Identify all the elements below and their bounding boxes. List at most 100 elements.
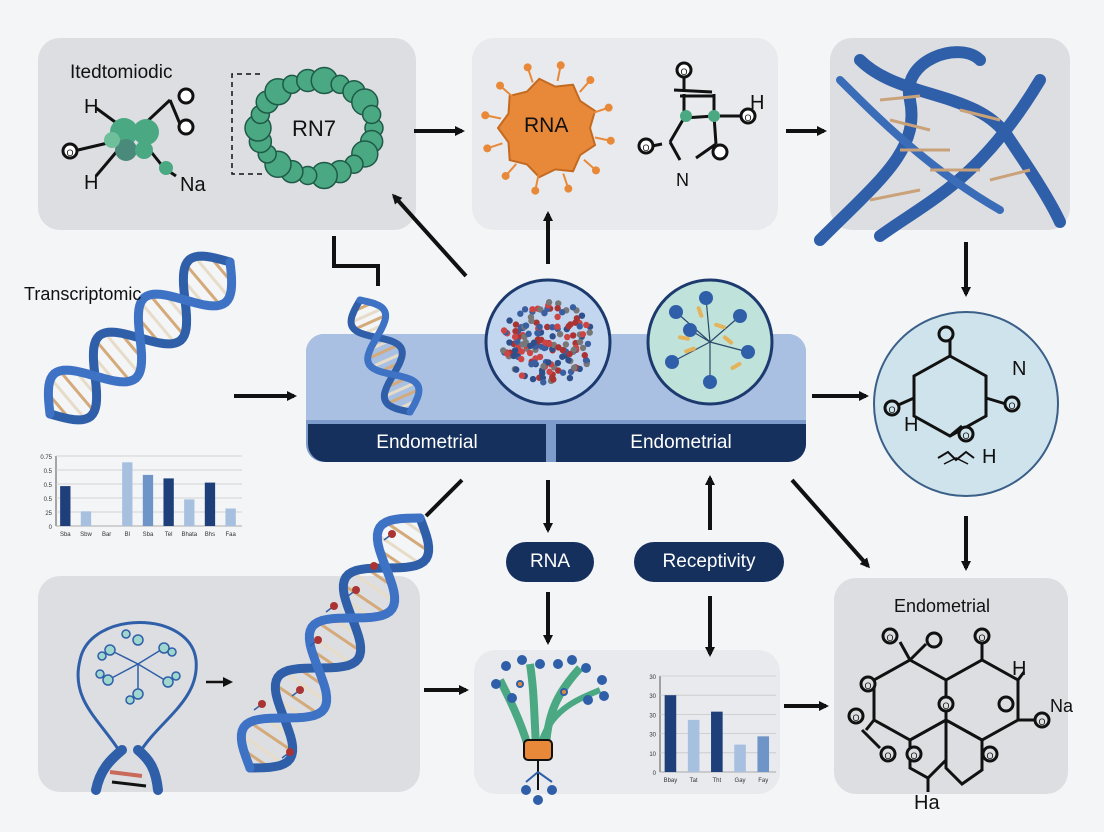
backbone (347, 296, 414, 416)
protein-atom (549, 333, 556, 340)
blob-spike-tip (564, 184, 573, 193)
y-tick-label: 25 (45, 511, 52, 517)
x-tick-label: Sba (143, 532, 154, 538)
protein-atom (546, 368, 553, 376)
center-dna-helix (347, 296, 423, 416)
protein-atom (544, 323, 551, 331)
protein-atom (500, 327, 508, 334)
base-pair (317, 620, 362, 653)
base-pair (49, 377, 87, 421)
y-tick-label: 30 (649, 713, 656, 719)
base-pair (240, 733, 285, 766)
protein-atom (510, 352, 517, 360)
base-pair (58, 369, 96, 413)
bead (296, 686, 304, 694)
atom-label: H (84, 96, 99, 118)
protein-atom (517, 310, 524, 317)
protein-atom (518, 372, 526, 379)
protein-atom (581, 352, 588, 359)
bead (370, 562, 378, 570)
atom-label: N (1012, 358, 1027, 380)
connector-elbow (332, 236, 380, 286)
protein-atom (512, 321, 520, 328)
base-pair (148, 293, 186, 337)
line-bar-to-bl (424, 478, 464, 518)
base-pair (351, 570, 396, 603)
protein-atom (559, 346, 566, 354)
base-pair (184, 263, 222, 307)
bar (225, 508, 236, 526)
base-pair (283, 670, 328, 703)
bar (80, 511, 92, 526)
blob-spike-tip (604, 103, 613, 112)
protein-atom (579, 344, 587, 352)
bar (204, 482, 216, 526)
oxygen-atom-label: O (1038, 717, 1045, 727)
protein-atom (530, 339, 538, 346)
protein-atom (549, 323, 556, 331)
protein-atom (540, 363, 547, 370)
bottom-left-dna-helix (236, 513, 434, 773)
blob-spike-tip (591, 166, 600, 175)
protein-atom (559, 353, 566, 360)
atom-label: H (904, 414, 919, 436)
protein-atom (526, 349, 534, 357)
bar (664, 695, 677, 772)
bar (122, 462, 133, 526)
protein-atom (517, 355, 525, 363)
bead (330, 602, 338, 610)
atom-label: H (1012, 658, 1027, 680)
protein-atom (569, 332, 577, 339)
protein-atom (566, 374, 574, 382)
receptivity-pill: Receptivity (634, 542, 784, 582)
oxygen-atom-label: O (66, 148, 73, 158)
oxygen-atom-label: O (884, 751, 891, 761)
blob-spike-tip (496, 81, 505, 90)
rn7-bead-ring (244, 66, 384, 190)
protein-atom (559, 369, 567, 376)
top-right-dna-helix (814, 46, 1066, 246)
base-pair (385, 520, 430, 553)
protein-atom (578, 312, 586, 319)
y-tick-label: 10 (649, 752, 656, 758)
particle (669, 305, 683, 319)
particle (665, 355, 679, 369)
blob-spike-tip (586, 76, 595, 85)
protein-atom (586, 329, 593, 336)
backbone (245, 513, 434, 773)
protein-atom (536, 323, 543, 330)
arrow-bar-to-br (790, 478, 870, 569)
x-tick-label: Faa (225, 532, 236, 538)
arrow-center-to-tl (391, 193, 468, 278)
protein-atom (545, 359, 552, 366)
protein-atom (546, 340, 553, 348)
y-tick-label: 30 (649, 733, 656, 739)
particle (699, 291, 713, 305)
protein-atom (554, 305, 561, 312)
protein-atom (566, 350, 573, 358)
protein-atom (554, 323, 561, 330)
blob-spike-tip (556, 61, 565, 70)
y-tick-label: 30 (649, 694, 656, 700)
protein-atom (584, 340, 592, 348)
protein-structure (500, 299, 594, 386)
backbone (43, 257, 237, 419)
nanoparticle-contents (665, 291, 755, 389)
protein-atom (572, 319, 579, 326)
bottom-center-tree (491, 655, 609, 805)
top-left-atom-cluster (104, 118, 173, 175)
oxygen-atom-label: O (642, 143, 649, 153)
base-pair (103, 331, 141, 375)
base-pair (139, 301, 177, 345)
blob-spike-tip (501, 171, 510, 180)
bead (352, 586, 360, 594)
bead (314, 636, 322, 644)
atom-label: H (750, 92, 765, 114)
protein-atom (570, 346, 578, 353)
oxygen-atom-label: O (978, 633, 985, 643)
protein-atom (538, 370, 546, 377)
protein-atom (565, 356, 572, 364)
bar (687, 719, 700, 772)
